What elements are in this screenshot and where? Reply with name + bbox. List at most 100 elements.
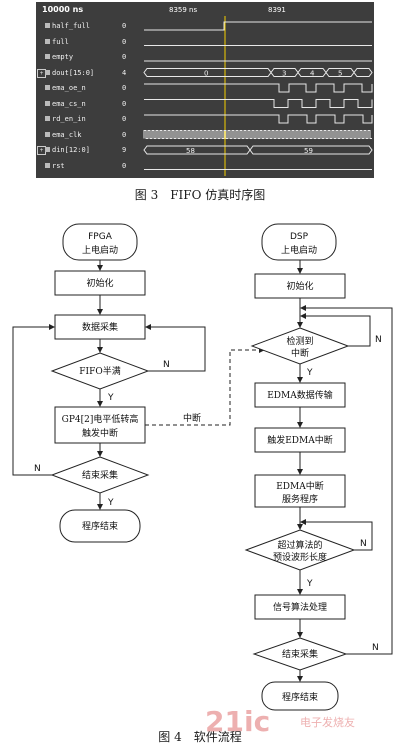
dsp-exceed-yes: Y xyxy=(306,579,313,589)
fpga-fifo-no: N xyxy=(163,360,170,370)
ema-clk-trace xyxy=(143,130,372,139)
dsp-detect-yes: Y xyxy=(306,368,313,378)
signal-name: ema_oe_n xyxy=(52,84,86,92)
signal-value: 0 xyxy=(122,84,127,92)
dsp-end-label: 程序结束 xyxy=(282,691,318,703)
dsp-edma-box xyxy=(254,382,346,408)
dout-value-label: 4 xyxy=(310,70,315,78)
signal-name: ema_cs_n xyxy=(52,99,86,108)
dsp-signal-proc-label: 信号算法处理 xyxy=(273,601,327,613)
signal-value: 0 xyxy=(122,37,127,46)
signal-row[interactable]: ema_oe_n 0 xyxy=(36,82,166,94)
signal-icon xyxy=(45,162,50,168)
signal-name: full xyxy=(52,37,69,46)
dsp-end-terminal xyxy=(261,681,339,711)
fpga-collect-box xyxy=(54,314,146,340)
fpga-init-box xyxy=(54,270,146,296)
cursor-time-1: 8359 ns xyxy=(169,6,198,14)
dout-value-label: 3 xyxy=(282,70,286,78)
signal-value: 9 xyxy=(122,146,127,154)
signal-icon xyxy=(45,38,50,44)
dsp-exceed-label-1: 超过算法的 xyxy=(277,539,322,551)
signal-icon xyxy=(45,100,50,106)
signal-row[interactable]: +dout[15:0]4 xyxy=(36,67,166,79)
dout-value-label: 5 xyxy=(338,70,342,78)
signal-name: half_full xyxy=(52,22,90,30)
dsp-detect-label-2: 中断 xyxy=(291,347,309,359)
fpga-fifo-full-label: FIFO半满 xyxy=(79,365,120,377)
fpga-init-label: 初始化 xyxy=(86,277,113,289)
signal-name: ema_clk xyxy=(52,130,82,139)
dsp-end-collect-label: 结束采集 xyxy=(282,648,318,660)
watermark-logo: 21ic xyxy=(205,705,271,738)
signal-name: empty xyxy=(52,53,74,61)
figure-3-caption: 图 3 FIFO 仿真时序图 xyxy=(134,188,266,202)
dsp-exceed-no: N xyxy=(360,539,367,549)
cursor-time-2: 8391 xyxy=(268,6,286,14)
dsp-start-terminal xyxy=(261,223,337,261)
dout-bus-trace xyxy=(143,68,373,77)
ema-cs-n-trace xyxy=(144,99,373,108)
dsp-edma-label: EDMA数据传输 xyxy=(267,389,333,401)
dsp-exceed-label-2: 预设波形长度 xyxy=(273,551,327,563)
dsp-start-label-1: DSP xyxy=(290,232,309,242)
fpga-gp4-label-2: 触发中断 xyxy=(82,427,118,439)
signal-icon xyxy=(45,85,50,90)
fpga-end-collect-label: 结束采集 xyxy=(82,469,118,481)
watermark-site: 电子发烧友 xyxy=(300,716,355,729)
signal-icon xyxy=(45,116,50,121)
signal-row[interactable]: rst 0 xyxy=(36,160,166,172)
dsp-detect-label-1: 检测到 xyxy=(286,335,313,347)
fpga-start-label-2: 上电启动 xyxy=(82,244,118,256)
signal-row[interactable]: full 0 xyxy=(36,36,166,48)
signal-row[interactable]: ema_cs_n 0 xyxy=(36,98,166,110)
signal-value: 0 xyxy=(122,53,127,61)
dout-value-label: 0 xyxy=(204,70,208,78)
signal-name: dout[15:0] xyxy=(52,68,95,77)
signal-value: 0 xyxy=(122,99,127,108)
fpga-end-no: N xyxy=(34,464,41,474)
signal-row[interactable]: half_full 0 xyxy=(36,20,166,32)
dsp-signal-proc-box xyxy=(254,594,346,620)
interrupt-label: 中断 xyxy=(183,412,201,424)
signal-value: 0 xyxy=(122,115,127,123)
dsp-service-box xyxy=(254,474,346,508)
signal-name: din[12:0] xyxy=(52,146,90,154)
fpga-end-yes: Y xyxy=(107,498,114,508)
dsp-service-label-1: EDMA中断 xyxy=(276,480,324,492)
dsp-init-label: 初始化 xyxy=(286,280,313,292)
ema-oe-n-trace xyxy=(144,83,373,93)
signal-icon xyxy=(45,147,50,152)
fpga-collect-label: 数据采集 xyxy=(82,321,118,333)
din-bus-trace xyxy=(143,145,373,155)
dsp-trigger-label: 触发EDMA中断 xyxy=(267,434,333,446)
signal-name: rst xyxy=(52,161,65,170)
dsp-start-label-2: 上电启动 xyxy=(281,244,317,256)
signal-value: 0 xyxy=(122,130,127,139)
signal-value: 0 xyxy=(122,22,127,30)
figure-4-caption: 图 4 软件流程 xyxy=(158,730,242,744)
signal-row[interactable]: ema_clk 0 xyxy=(36,129,166,141)
din-value-label: 59 xyxy=(304,147,313,155)
signal-row[interactable]: empty 0 xyxy=(36,51,166,63)
dsp-end-no: N xyxy=(372,643,379,653)
fpga-end-terminal xyxy=(59,509,141,543)
fpga-end-label: 程序结束 xyxy=(82,520,118,532)
dsp-detect-no: N xyxy=(375,335,382,345)
signal-value: 4 xyxy=(122,68,127,77)
software-flowchart: FPGA 上电启动 初始化 数据采集 FIFO半满 GP4[2]电平低转高 触发… xyxy=(12,223,393,711)
signal-icon xyxy=(45,69,50,75)
fpga-gp4-label-1: GP4[2]电平低转高 xyxy=(62,413,139,425)
signal-value: 0 xyxy=(122,161,127,170)
half-full-trace xyxy=(144,21,372,31)
signal-icon xyxy=(45,54,50,59)
signal-row[interactable]: +din[12:0]9 xyxy=(36,144,166,156)
time-header: 10000 ns xyxy=(42,5,84,14)
signal-icon xyxy=(45,131,50,137)
dsp-trigger-box xyxy=(254,427,346,453)
fpga-fifo-yes: Y xyxy=(107,393,114,403)
fpga-start-label-1: FPGA xyxy=(88,232,113,242)
